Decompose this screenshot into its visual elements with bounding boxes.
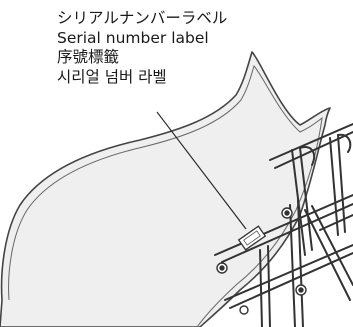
- screw-heads: [216, 207, 307, 315]
- guitar-body: [0, 51, 331, 327]
- callout-leader-line: [156, 111, 247, 230]
- callout-labels: シリアルナンバーラベル Serial number label 序號標籤 시리얼…: [57, 9, 227, 87]
- label-japanese: シリアルナンバーラベル: [57, 9, 228, 27]
- label-korean: 시리얼 넘버 라벨: [57, 67, 167, 86]
- stand-frame: [214, 123, 353, 327]
- label-chinese: 序號標籤: [57, 48, 120, 66]
- serial-number-plate: [237, 225, 267, 251]
- body-binding-edge: [8, 64, 323, 327]
- label-english: Serial number label: [57, 28, 209, 47]
